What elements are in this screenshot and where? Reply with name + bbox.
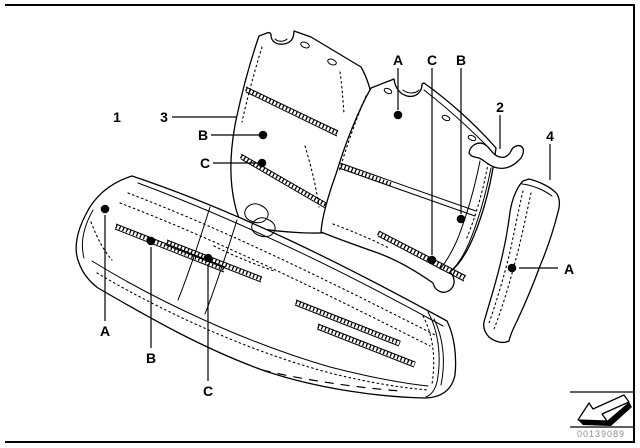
callout-label-side-a: A xyxy=(564,261,574,277)
latch-strip-edges xyxy=(439,160,492,274)
callout-marker-dots xyxy=(100,110,517,273)
bench-seat-stitch-lines xyxy=(90,192,438,391)
callout-dot-top-c xyxy=(427,255,437,265)
callout-labels: 1 3 B C A C B 2 4 A A B C xyxy=(100,52,574,399)
bench-seat-front-dashes xyxy=(261,369,401,392)
callout-label-seat-b: B xyxy=(146,350,156,366)
diagram-number: 00139089 xyxy=(577,429,625,439)
side-bolster-top-seam xyxy=(521,183,553,197)
callout-label-top-c: C xyxy=(427,52,437,68)
bench-seat-cushion xyxy=(75,175,457,399)
callout-dot-top-b xyxy=(456,214,466,224)
diagram-border xyxy=(5,4,635,443)
callout-dot-seat-a xyxy=(100,204,110,214)
callout-label-part4[interactable]: 4 xyxy=(546,128,554,144)
right-backrest-outline xyxy=(320,78,497,293)
right-backrest-guide-hole xyxy=(383,87,393,95)
bench-seat-outline xyxy=(75,175,457,399)
callout-label-top-b: B xyxy=(456,52,466,68)
stamp-divider-lines xyxy=(570,391,633,428)
side-bolster-stitch-lines xyxy=(488,190,532,330)
callout-dot-side-a xyxy=(507,263,517,273)
right-backrest-stitch-lines xyxy=(332,95,490,249)
callout-dot-seat-c xyxy=(203,253,213,263)
callout-label-part1[interactable]: 1 xyxy=(113,109,121,125)
callout-dot-backrest-b xyxy=(258,130,268,140)
callout-label-top-a: A xyxy=(393,52,403,68)
right-backrest-seam-hatching xyxy=(340,163,467,280)
callout-leader-lines xyxy=(104,68,558,381)
callout-label-backrest-c: C xyxy=(200,155,210,171)
latch-trim-strip xyxy=(439,142,525,274)
left-backrest-seams xyxy=(240,86,339,210)
callout-label-seat-a: A xyxy=(100,323,110,339)
left-backrest-headrest-notch-detail xyxy=(274,38,288,42)
right-backrest-guide-hole xyxy=(467,134,477,142)
left-backrest-guide-hole xyxy=(327,58,337,66)
left-backrest-guide-hole xyxy=(300,41,310,49)
right-backrest-cushion xyxy=(320,78,497,293)
right-backrest-guide-hole xyxy=(441,114,451,122)
callout-dot-top-a xyxy=(393,110,403,120)
side-bolster-outline xyxy=(483,178,561,344)
direction-arrow-shadow xyxy=(578,402,632,426)
callout-dot-seat-b xyxy=(146,236,156,246)
right-backrest-seams xyxy=(338,162,477,282)
latch-hook-outline xyxy=(468,142,525,169)
callout-label-seat-c: C xyxy=(203,383,213,399)
direction-arrow-face xyxy=(577,394,630,422)
direction-arrow-icon xyxy=(577,394,632,426)
callout-label-part3[interactable]: 3 xyxy=(160,109,168,125)
callout-label-backrest-b: B xyxy=(198,127,208,143)
callout-dot-backrest-c xyxy=(257,158,267,168)
side-bolster-cover xyxy=(483,178,561,344)
right-backrest-edge-details xyxy=(402,89,488,147)
callout-label-part2[interactable]: 2 xyxy=(496,99,504,115)
left-backrest-stitch-lines xyxy=(241,46,345,208)
diagram-stamp: 00139089 xyxy=(570,391,633,439)
